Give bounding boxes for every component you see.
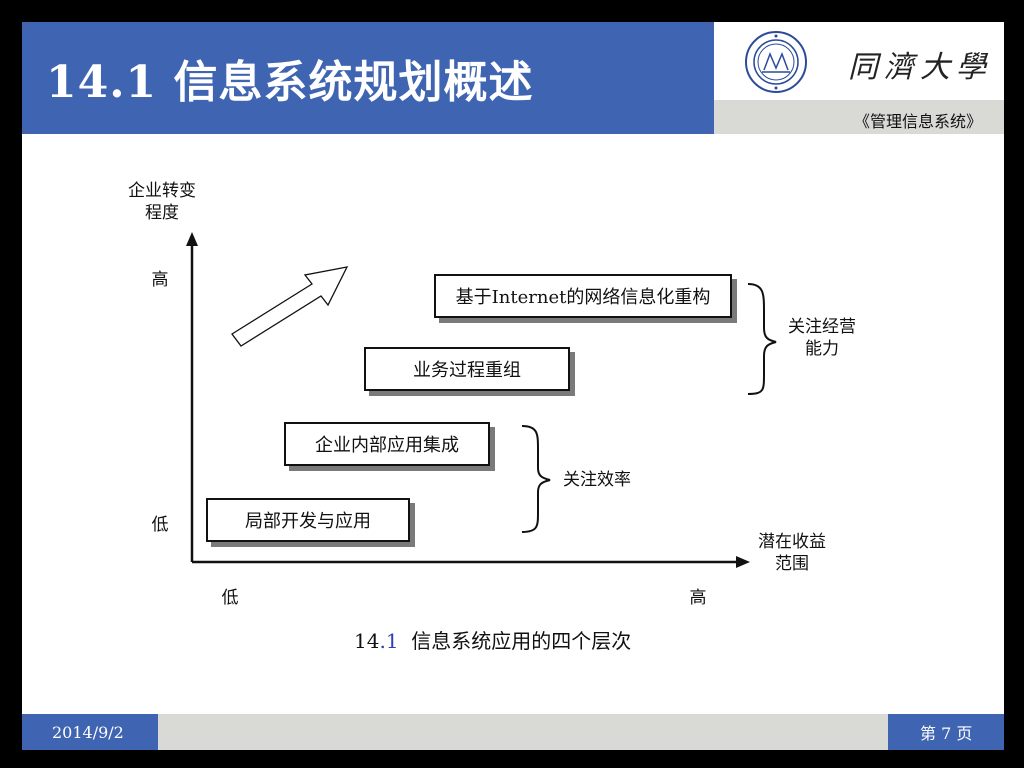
caption-dot: .	[379, 629, 386, 653]
brace-bottom-label: 关注效率	[563, 470, 631, 490]
figure-caption: 14.1 信息系统应用的四个层次	[354, 625, 631, 654]
slide-title: 14.1 信息系统规划概述	[46, 57, 534, 108]
y-low-label: 低	[151, 515, 169, 535]
footer-page-bar: 第 7 页	[888, 714, 1004, 750]
y-axis-arrow-icon	[186, 232, 198, 246]
caption-number-a: 14	[354, 629, 380, 653]
growth-arrow-icon	[231, 266, 349, 347]
y-axis-label-line1: 企业转变	[128, 181, 196, 201]
slide: 14.1 信息系统规划概述 同濟大學 《管理信息系统》 企业转变 程度 高	[22, 22, 1004, 750]
x-axis-label-line1: 潜在收益	[758, 532, 826, 552]
caption-number-b: 1	[385, 629, 399, 653]
y-axis-label: 企业转变 程度	[116, 180, 208, 224]
x-axis-arrow-icon	[736, 556, 750, 568]
level-box-3: 业务过程重组	[364, 347, 570, 391]
university-name: 同濟大學	[848, 50, 992, 85]
university-seal-icon	[745, 31, 807, 93]
level-box-4: 基于Internet的网络信息化重构	[434, 274, 732, 318]
course-bar: 《管理信息系统》	[714, 100, 1004, 134]
caption-text: 信息系统应用的四个层次	[411, 629, 632, 653]
level-box-2: 企业内部应用集成	[284, 422, 490, 466]
y-high-label: 高	[151, 270, 169, 290]
x-axis-label-line2: 范围	[775, 554, 809, 574]
footer-gray-bar	[158, 714, 888, 750]
x-axis-label: 潜在收益 范围	[742, 531, 842, 575]
logo-area: 同濟大學	[714, 22, 1004, 100]
footer-date-bar: 2014/9/2	[22, 714, 158, 750]
brace-top-label: 关注经营 能力	[774, 316, 870, 360]
footer-date: 2014/9/2	[52, 723, 124, 742]
page-number: 第 7 页	[920, 724, 973, 743]
x-low-label: 低	[221, 588, 239, 608]
brace-top-label-line2: 能力	[805, 339, 839, 359]
course-name: 《管理信息系统》	[853, 112, 982, 131]
brace-top-label-line1: 关注经营	[788, 317, 856, 337]
y-axis-label-line2: 程度	[145, 203, 179, 223]
figure-graphics	[186, 232, 777, 568]
x-high-label: 高	[689, 588, 707, 608]
title-bar: 14.1 信息系统规划概述	[22, 22, 714, 134]
level-box-1: 局部开发与应用	[206, 498, 410, 542]
brace-top-icon	[747, 283, 777, 395]
brace-bottom-icon	[521, 425, 551, 533]
